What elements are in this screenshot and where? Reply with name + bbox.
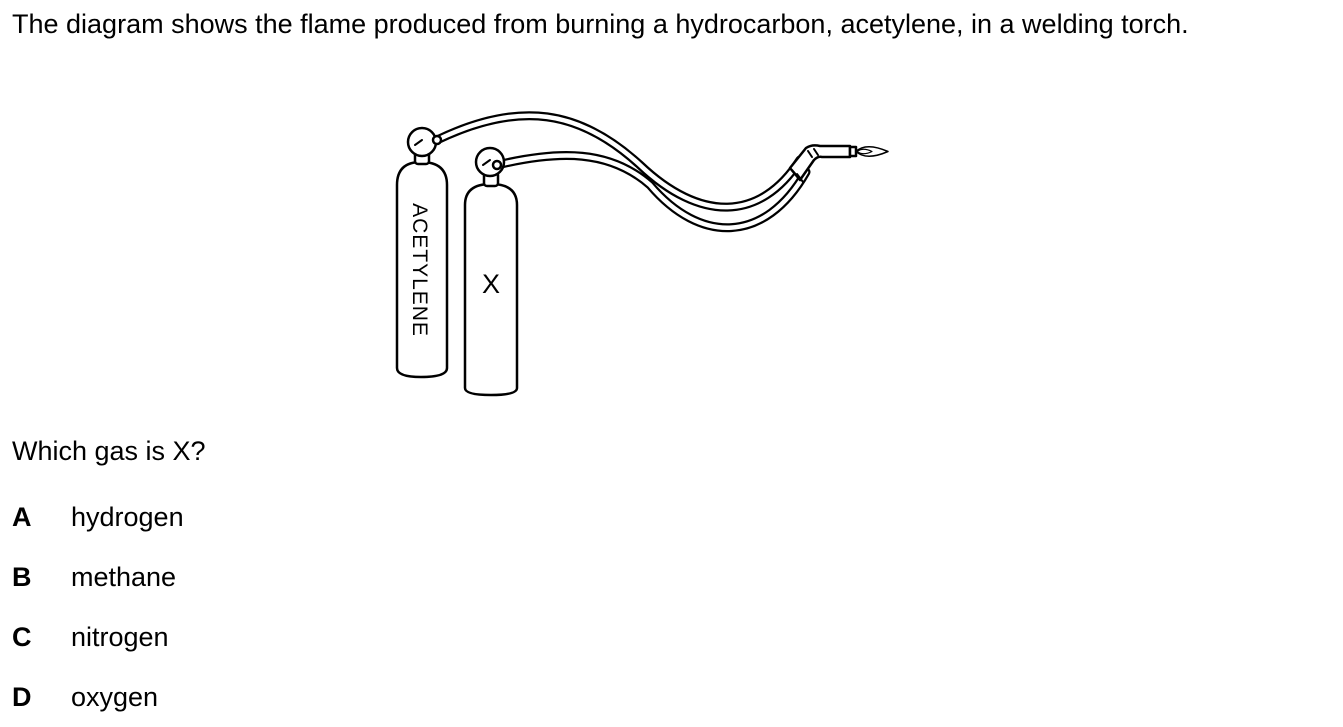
x-gas-hose [492,150,811,233]
x-gas-label: X [482,269,500,299]
x-gas-gauge [474,146,506,188]
acetylene-hose [432,111,805,212]
option-letter: A [12,502,32,532]
welding-torch-diagram: ACETYLENE X [395,111,889,397]
option-letter: B [12,562,32,592]
option-letter: D [12,682,32,712]
option-text: methane [71,562,177,592]
acetylene-label: ACETYLENE [408,203,431,337]
acetylene-gauge [406,126,443,166]
flame [855,146,889,157]
option-text: hydrogen [71,502,184,532]
x-gas-cylinder [463,182,519,397]
question-text: Which gas is X? [12,436,206,466]
option-letter: C [12,622,32,652]
acetylene-cylinder [395,160,449,379]
welding-torch [788,144,858,183]
intro-text: The diagram shows the flame produced fro… [12,9,1189,39]
option-text: oxygen [71,682,159,712]
option-text: nitrogen [71,622,169,652]
